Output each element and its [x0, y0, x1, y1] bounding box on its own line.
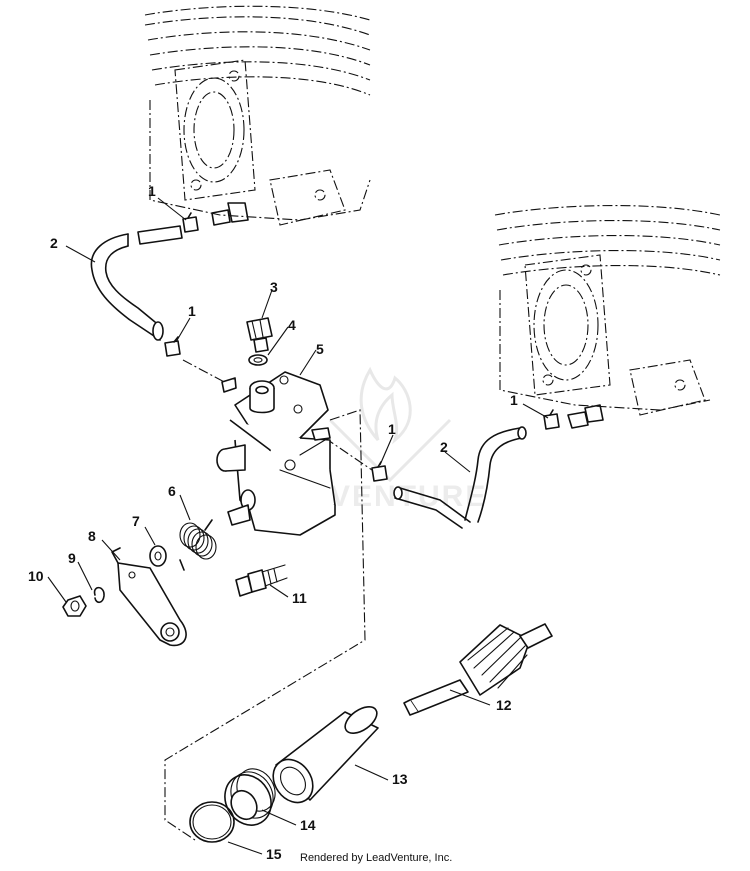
callout-4: 4 [288, 317, 296, 333]
clamp-1-top [182, 212, 199, 233]
callout-9: 9 [68, 550, 76, 566]
callout-1-engine-right: 1 [510, 392, 518, 408]
callout-2-left: 2 [50, 235, 58, 251]
callout-1-top: 1 [148, 183, 156, 199]
sealing-washer [248, 354, 268, 366]
clip-9 [93, 586, 105, 604]
callout-6: 6 [168, 483, 176, 499]
callout-11: 11 [292, 590, 307, 606]
mounting-bolt-11 [235, 564, 288, 597]
nut-10 [62, 595, 87, 617]
watermark-logo: VENTURE [328, 366, 487, 513]
callout-5: 5 [316, 341, 324, 357]
callout-1-mid: 1 [188, 303, 196, 319]
banjo-bolt [246, 317, 273, 353]
callout-2-right: 2 [440, 439, 448, 455]
centerline-cam-frame [164, 409, 366, 841]
callout-15: 15 [266, 846, 282, 862]
callout-1-pump-right: 1 [388, 421, 396, 437]
callout-labels: 1 2 1 3 4 5 1 2 1 6 7 8 9 10 11 12 13 14… [28, 183, 518, 862]
clamp-1-right-pump [371, 461, 388, 482]
clamp-1-right-engine [543, 409, 560, 430]
watermark-text: VENTURE [330, 480, 487, 513]
washer-7 [149, 545, 167, 567]
callout-8: 8 [88, 528, 96, 544]
callout-7: 7 [132, 513, 140, 529]
return-spring [179, 519, 217, 571]
callout-12: 12 [496, 697, 512, 713]
oil-line-right [393, 426, 527, 529]
callout-14: 14 [300, 817, 316, 833]
o-ring-15 [189, 801, 235, 843]
control-lever [111, 547, 187, 647]
centerline-right-fitting [324, 437, 373, 471]
oil-seal-14 [224, 768, 276, 826]
engine-cylinder-left [144, 5, 371, 226]
drive-gear-shaft [403, 623, 553, 716]
clamp-1-mid [164, 336, 181, 357]
engine-cylinder-right [494, 204, 721, 429]
callout-3: 3 [270, 279, 278, 295]
leader-lines [47, 197, 549, 855]
centerline-left-fitting [182, 359, 231, 386]
bushing-13 [272, 706, 379, 804]
callout-13: 13 [392, 771, 408, 787]
oil-pump [216, 371, 336, 536]
oil-line-left [90, 225, 183, 341]
callout-10: 10 [28, 568, 44, 584]
footer-credit: Rendered by LeadVenture, Inc. [300, 852, 453, 864]
